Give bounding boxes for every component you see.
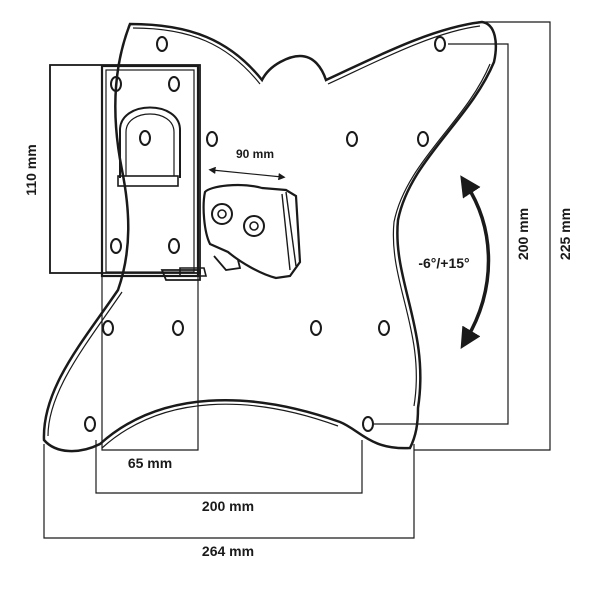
label-90mm: 90 mm [236, 147, 274, 161]
bracket-hole [139, 130, 151, 146]
label-225mm: 225 mm [557, 208, 573, 260]
wall-bracket-backplate [100, 64, 200, 278]
dim-line-65 [101, 276, 199, 451]
arm-pivot-bolt-core [217, 209, 227, 219]
arm-tilt-bolt-core [249, 221, 259, 231]
plate-hole [362, 416, 374, 432]
bracket-hole [110, 238, 122, 254]
arm-edge [281, 191, 297, 271]
wall-bracket-inner [105, 69, 195, 273]
label-65mm: 65 mm [128, 455, 172, 471]
wall-bracket-arch-inner [125, 113, 175, 176]
wall-bracket-arch [119, 106, 181, 178]
label-264mm: 264 mm [202, 543, 254, 559]
dim-line-200-vertical [374, 43, 509, 425]
arm-pivot-bolt [211, 203, 233, 225]
plate-hole [417, 131, 429, 147]
dim-line-225 [414, 21, 551, 451]
plate-hole [434, 36, 446, 52]
arm-body [202, 183, 302, 280]
wall-bracket-foot [160, 269, 201, 281]
dim-line-264 [43, 444, 415, 539]
arm-tilt-bolt [243, 215, 265, 237]
plate-hole [378, 320, 390, 336]
bracket-hole [110, 76, 122, 92]
arm-clamp [213, 255, 242, 271]
vesa-plate-bevel [47, 25, 491, 449]
plate-hole [172, 320, 184, 336]
bracket-hole [168, 76, 180, 92]
bracket-hole [168, 238, 180, 254]
wall-bracket-holes [110, 76, 180, 254]
plate-hole [206, 131, 218, 147]
plate-hole [84, 416, 96, 432]
label-tilt-range: -6°/+15° [418, 255, 469, 271]
label-200mm-horizontal: 200 mm [202, 498, 254, 514]
label-200mm-vertical: 200 mm [515, 208, 531, 260]
plate-hole [346, 131, 358, 147]
plate-hole [156, 36, 168, 52]
arm-link [179, 267, 208, 277]
dim-line-200-horizontal [95, 440, 363, 494]
label-110mm: 110 mm [23, 144, 39, 195]
vesa-plate-outline [42, 20, 498, 453]
plate-holes [84, 36, 446, 432]
dim-arrow-90 [208, 166, 286, 181]
tilt-arc-arrow [460, 175, 491, 350]
tilt-arm-assembly [179, 183, 302, 280]
wall-bracket-slot [117, 175, 179, 187]
plate-hole [310, 320, 322, 336]
plate-hole [102, 320, 114, 336]
